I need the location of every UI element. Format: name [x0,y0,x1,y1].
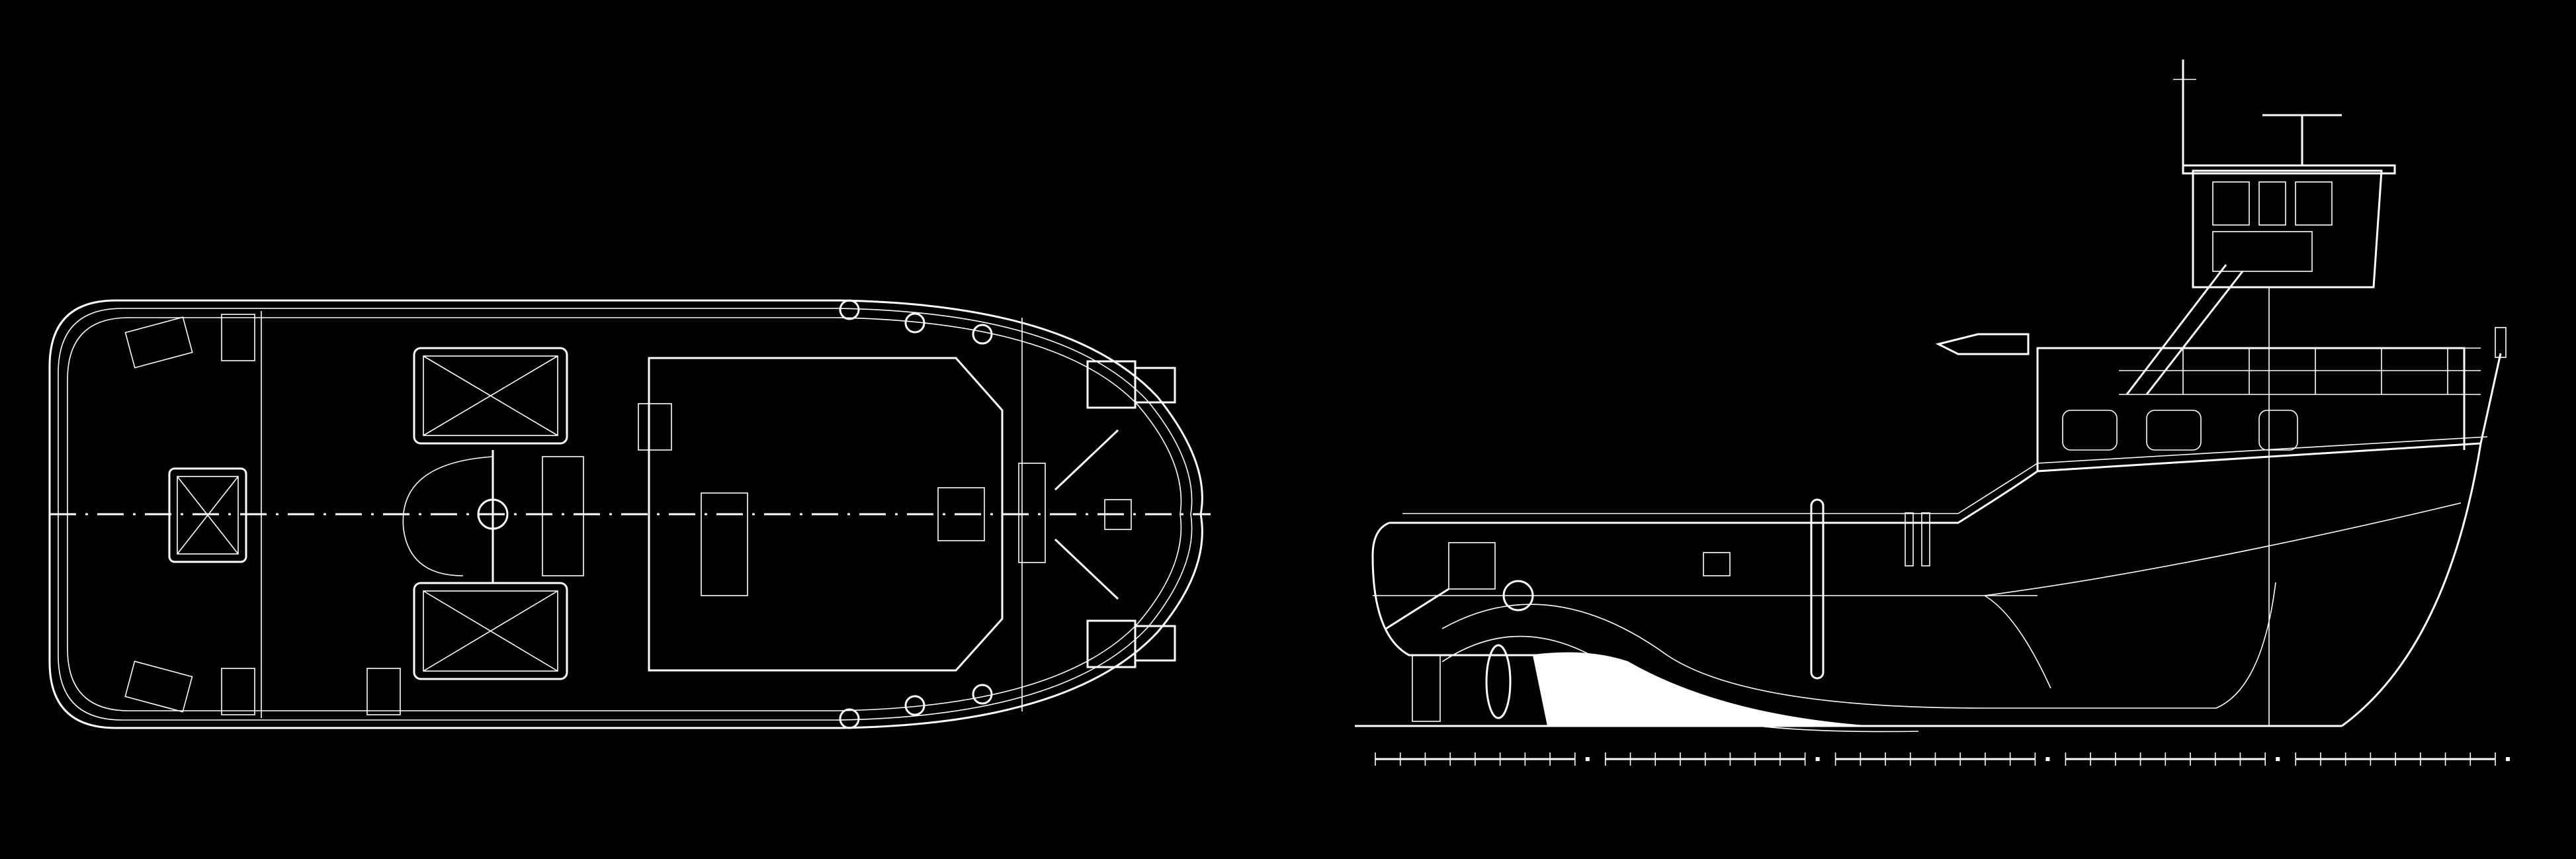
scale-bar-separator [1585,757,1590,761]
towing-arc [402,456,494,576]
scale-bar-separator [2506,757,2510,761]
wheelhouse-grid [2212,231,2313,272]
wheelhouse-window [2212,181,2250,226]
winch [542,456,584,576]
funnel [1935,333,2030,355]
scale-bar [1375,752,2510,766]
wheelhouse [2192,169,2383,289]
porthole [2146,410,2202,451]
scale-bar-separator [2045,757,2050,761]
sheer-line [1402,436,2488,514]
tow-boom [1385,588,1449,630]
scale-bar-separator [1815,757,1820,761]
anchor-gear [1018,429,1132,600]
vent-pipe [1905,512,1914,566]
wheelhouse-window [2258,181,2286,226]
wheelhouse-window [2295,181,2333,226]
hatch-bottom [413,582,568,680]
plan-view [48,299,1211,729]
vent-pipe [1921,512,1930,566]
hatch-aft [168,467,247,563]
hull-inner-line [58,308,1193,721]
forecastle-curve [1984,502,2462,596]
bulb-curve [1984,595,2051,689]
bitts-top [839,299,993,345]
scale-bar-separator [2276,757,2280,761]
skeg [1532,652,1866,727]
hatch-top [413,347,568,445]
stair-center [701,492,748,596]
deck-box [1703,552,1731,576]
rudder [1412,655,1441,722]
porthole [2258,410,2298,451]
aft-bollards [124,314,401,715]
stern-winch [1448,542,1496,590]
porthole [2062,410,2118,451]
capstan-drum [1502,580,1534,611]
mooring-post [1810,498,1825,680]
bow-post [2495,327,2507,358]
tow-hook [477,498,509,530]
hull-profile [1371,353,2502,727]
propeller [1485,644,1512,719]
profile-view [1355,60,2507,733]
hull-outline [48,299,1203,729]
railing [2119,347,2481,395]
wheelhouse-roof [2182,164,2396,175]
vent [937,487,985,541]
bilge-curve [1441,582,2276,709]
fenders [1086,360,1176,668]
stair-top [638,403,672,451]
bitts-bottom [839,684,993,729]
deckhouse-outline [648,357,1004,672]
